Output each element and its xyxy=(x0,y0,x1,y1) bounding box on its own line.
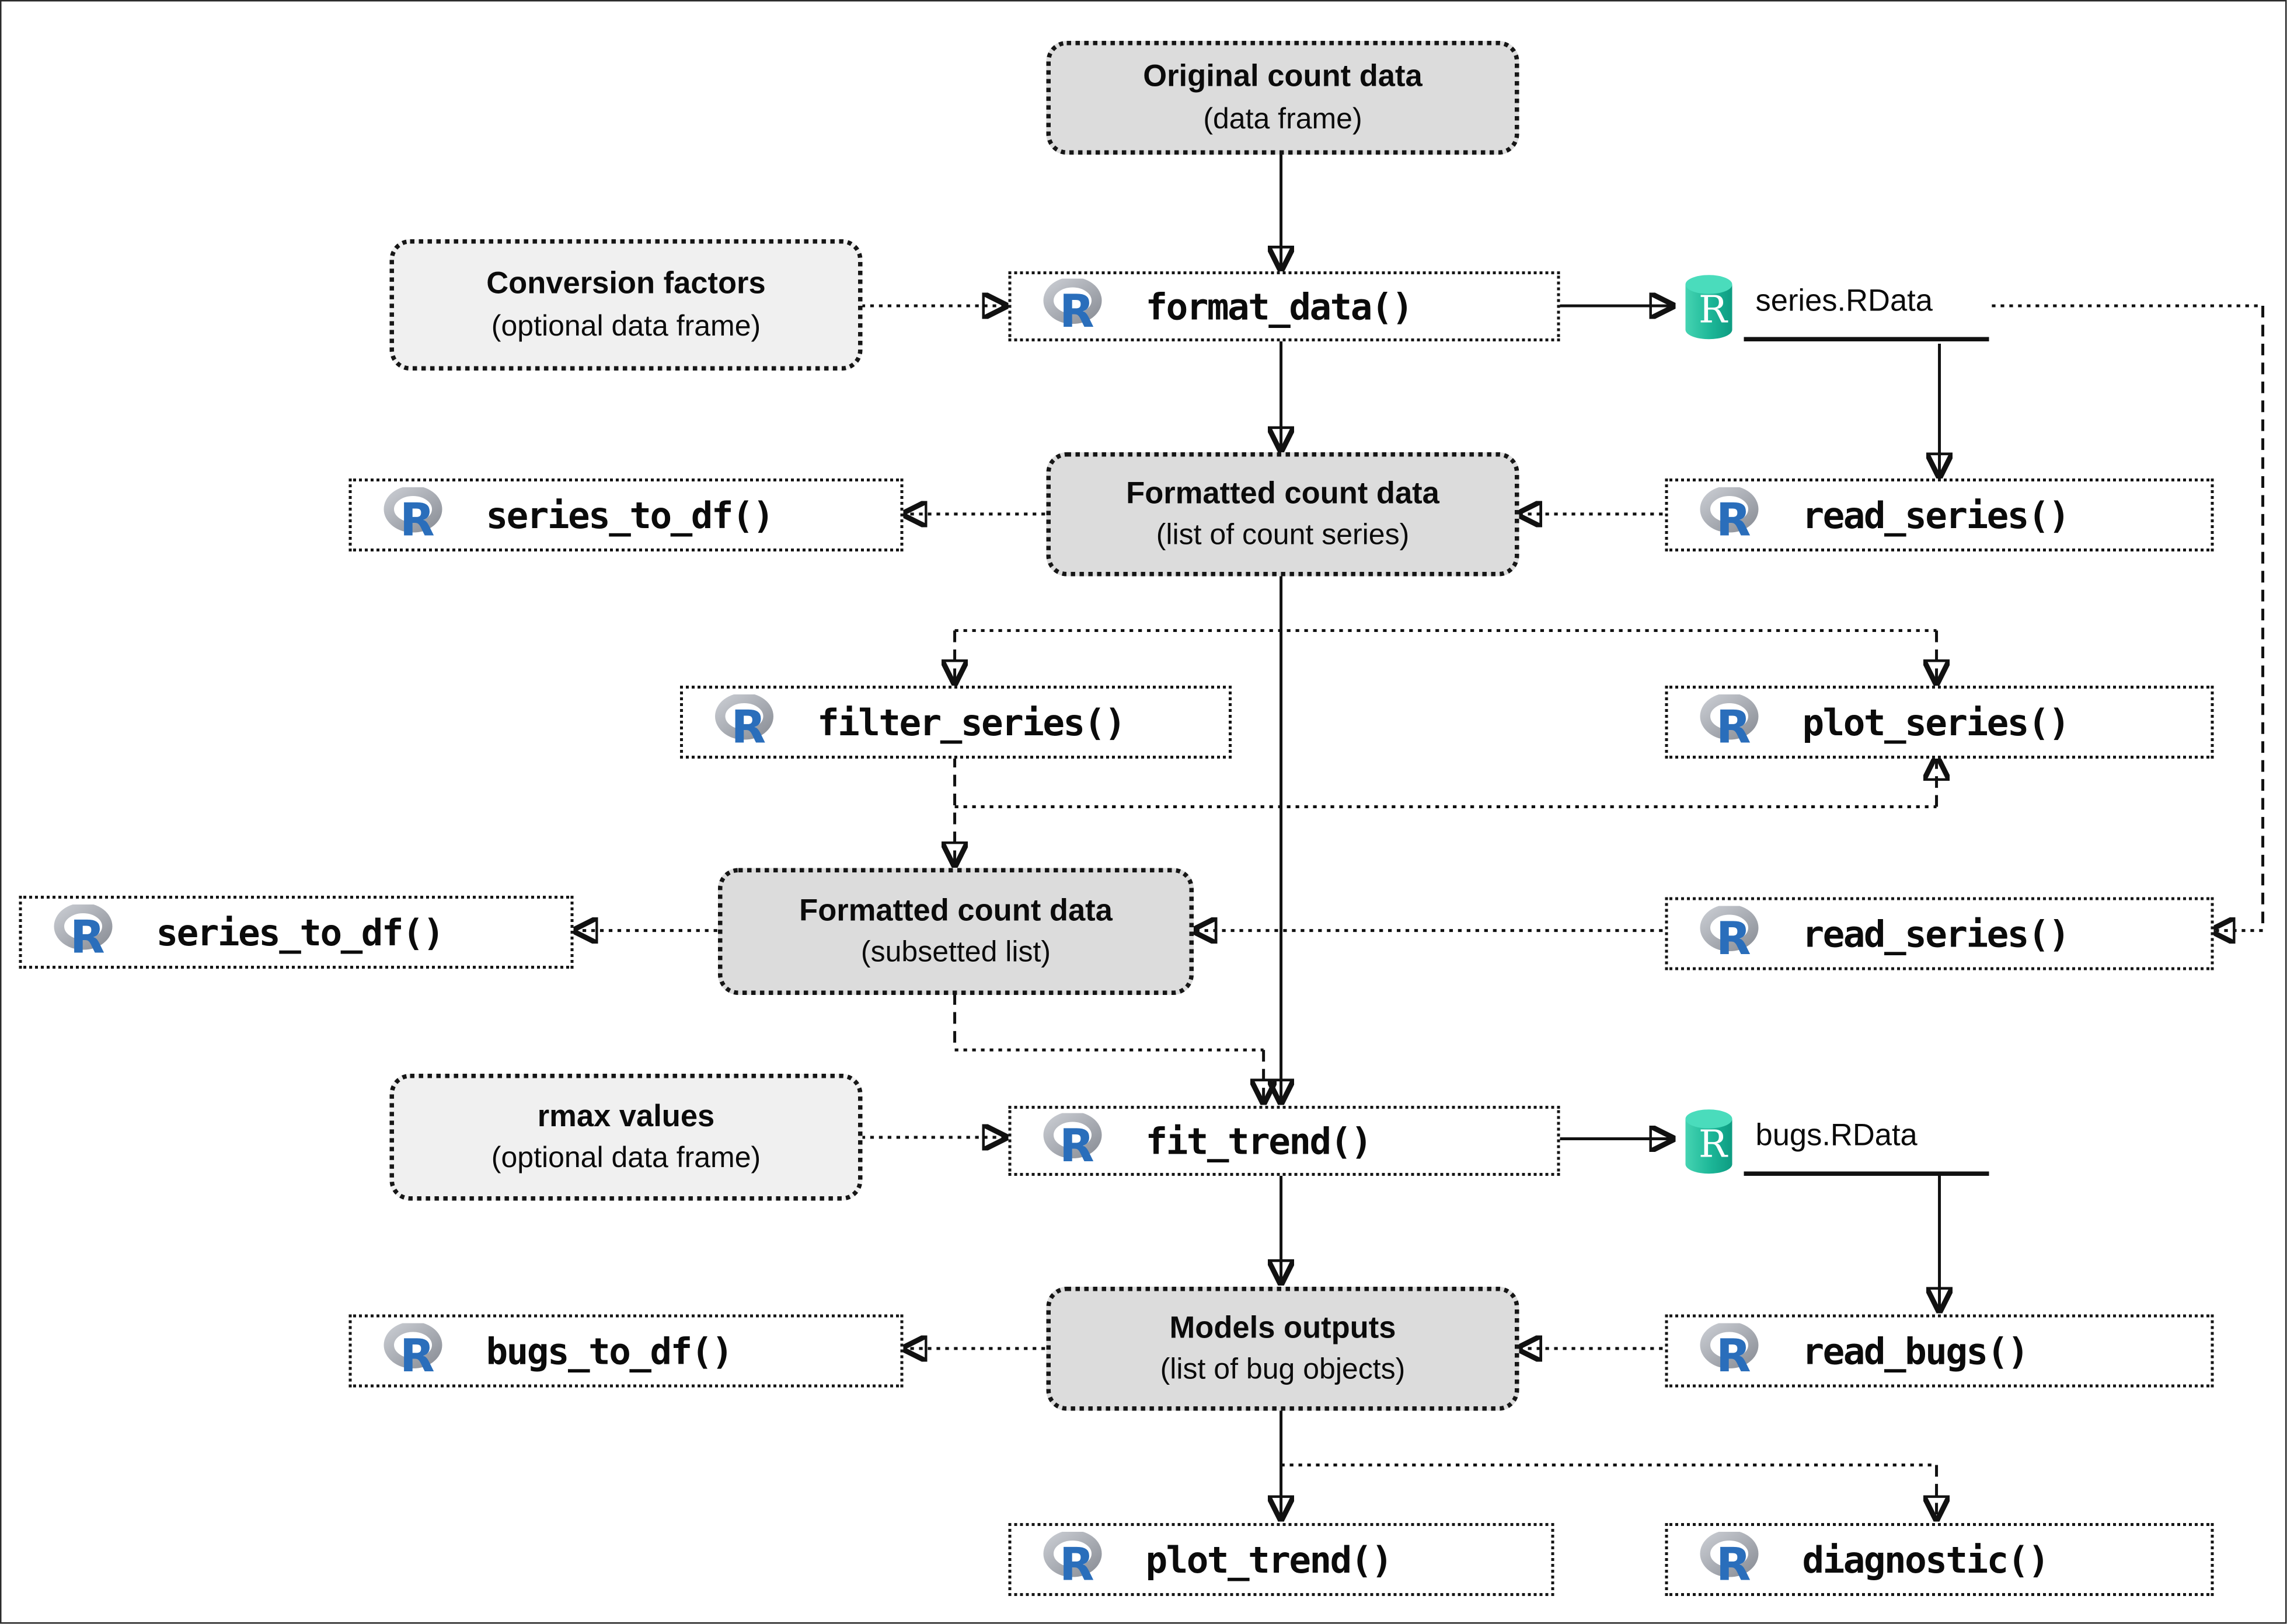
node-read-series-1: R read_series() xyxy=(1665,479,2214,551)
svg-text:R: R xyxy=(1059,285,1094,334)
node-title: rmax values xyxy=(537,1099,715,1133)
function-name: read_series() xyxy=(1802,494,2070,536)
node-read-series-2: R read_series() xyxy=(1665,897,2214,970)
node-format-data: R format_data() xyxy=(1008,271,1560,341)
node-subtitle: (subsetted list) xyxy=(860,937,1051,969)
node-title: Formatted count data xyxy=(1126,476,1439,511)
svg-text:R: R xyxy=(1059,1539,1094,1588)
node-diagnostic: R diagnostic() xyxy=(1665,1523,2214,1596)
rdata-filename: bugs.RData xyxy=(1755,1119,1918,1153)
svg-text:R: R xyxy=(731,701,766,750)
r-logo-icon: R xyxy=(715,693,782,754)
node-models-outputs: Models outputs (list of bug objects) xyxy=(1046,1287,1519,1411)
r-logo-icon: R xyxy=(1043,277,1111,338)
r-logo-icon: R xyxy=(1700,1322,1767,1382)
function-name: plot_trend() xyxy=(1145,1538,1393,1581)
svg-text:R: R xyxy=(1059,1120,1094,1169)
node-title: Original count data xyxy=(1143,60,1423,94)
rdata-filename: series.RData xyxy=(1755,284,1933,319)
r-logo-icon: R xyxy=(1700,486,1767,547)
node-bugs-to-df: R bugs_to_df() xyxy=(348,1314,904,1388)
svg-text:R: R xyxy=(1716,913,1751,962)
function-name: read_bugs() xyxy=(1802,1329,2030,1372)
node-read-bugs: R read_bugs() xyxy=(1665,1314,2214,1388)
node-formatted-count-data-list: Formatted count data (list of count seri… xyxy=(1046,452,1519,577)
svg-text:R: R xyxy=(1716,494,1751,543)
node-subtitle: (list of count series) xyxy=(1156,519,1410,552)
node-subtitle: (optional data frame) xyxy=(491,1143,761,1175)
node-subtitle: (list of bug objects) xyxy=(1160,1354,1406,1386)
function-name: bugs_to_df() xyxy=(486,1329,734,1372)
function-name: format_data() xyxy=(1145,285,1414,328)
rdata-cylinder-icon: R xyxy=(1680,1108,1738,1176)
node-series-rdata: R series.RData xyxy=(1680,273,2007,349)
node-filter-series: R filter_series() xyxy=(680,686,1232,759)
node-plot-trend: R plot_trend() xyxy=(1008,1523,1554,1596)
svg-text:R: R xyxy=(1699,1123,1728,1167)
node-fit-trend: R fit_trend() xyxy=(1008,1106,1560,1176)
svg-text:R: R xyxy=(1699,288,1728,332)
function-name: series_to_df() xyxy=(156,911,445,954)
svg-text:R: R xyxy=(400,494,435,543)
r-logo-icon: R xyxy=(384,486,451,547)
function-name: diagnostic() xyxy=(1802,1538,2050,1581)
r-logo-icon: R xyxy=(54,903,121,964)
node-bugs-rdata: R bugs.RData xyxy=(1680,1108,2007,1183)
r-logo-icon: R xyxy=(1043,1112,1111,1172)
rdata-cylinder-icon: R xyxy=(1680,273,1738,342)
node-title: Formatted count data xyxy=(799,893,1113,928)
rdata-underline xyxy=(1744,1171,1989,1176)
rdata-underline xyxy=(1744,337,1989,341)
function-name: plot_series() xyxy=(1802,701,2070,743)
svg-text:R: R xyxy=(400,1330,435,1379)
function-name: filter_series() xyxy=(817,701,1126,743)
node-subtitle: (optional data frame) xyxy=(491,310,761,343)
function-name: series_to_df() xyxy=(486,494,775,536)
node-formatted-count-data-subset: Formatted count data (subsetted list) xyxy=(718,868,1194,995)
node-subtitle: (data frame) xyxy=(1203,103,1362,135)
svg-text:R: R xyxy=(70,911,105,961)
svg-text:R: R xyxy=(1716,1330,1751,1379)
r-logo-icon: R xyxy=(1700,1530,1767,1591)
node-rmax-values: rmax values (optional data frame) xyxy=(389,1074,863,1201)
node-title: Models outputs xyxy=(1169,1311,1396,1345)
node-series-to-df-2: R series_to_df() xyxy=(19,896,574,969)
svg-text:R: R xyxy=(1716,1539,1751,1588)
function-name: read_series() xyxy=(1802,912,2070,955)
r-logo-icon: R xyxy=(1043,1530,1111,1591)
svg-text:R: R xyxy=(1716,701,1751,750)
r-logo-icon: R xyxy=(1700,904,1767,965)
node-series-to-df-1: R series_to_df() xyxy=(348,479,904,551)
node-plot-series: R plot_series() xyxy=(1665,686,2214,759)
function-name: fit_trend() xyxy=(1145,1119,1373,1162)
node-conversion-factors: Conversion factors (optional data frame) xyxy=(389,239,863,371)
r-logo-icon: R xyxy=(1700,693,1767,754)
r-logo-icon: R xyxy=(384,1322,451,1382)
node-original-count-data: Original count data (data frame) xyxy=(1046,41,1519,155)
node-title: Conversion factors xyxy=(486,267,766,301)
